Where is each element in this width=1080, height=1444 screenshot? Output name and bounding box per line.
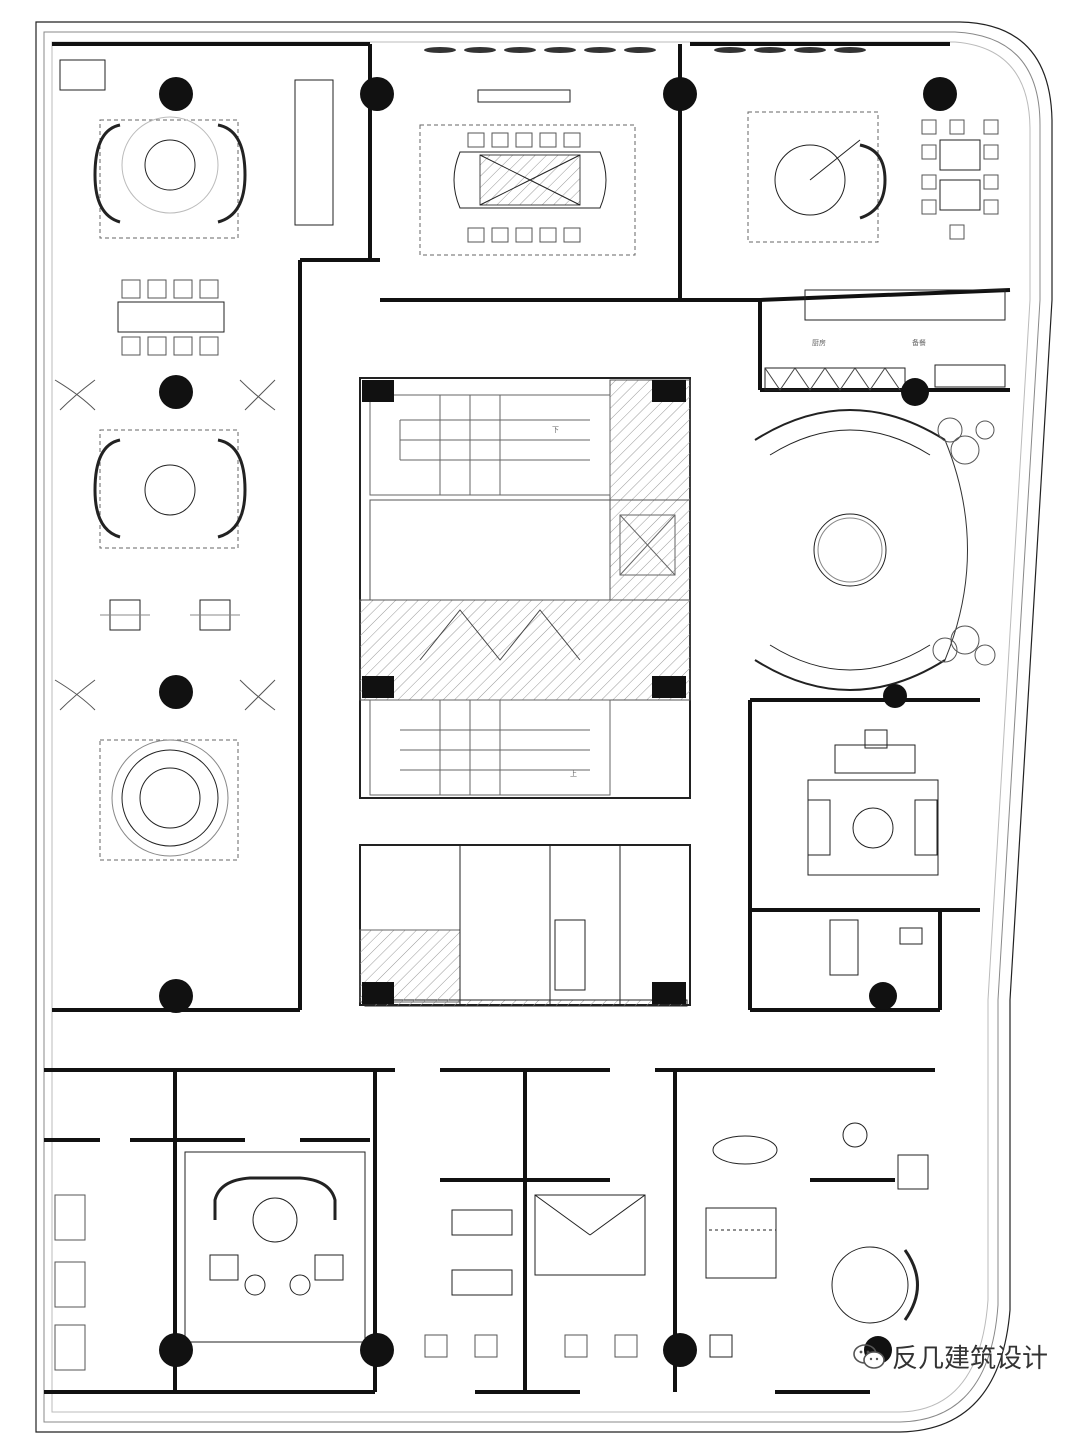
building-outline [35,21,1053,1433]
stair-mark-lower: 上 [570,769,577,778]
label-kitchen-left: 厨房 [812,338,826,347]
structural-columns [159,77,957,1367]
watermark: 反几建筑设计 [852,1338,1048,1375]
wechat-icon [852,1343,886,1371]
stair-mark-upper: 下 [552,426,559,434]
label-kitchen-right: 备餐 [912,338,926,347]
circular-hall [754,409,946,441]
watermark-text: 反几建筑设计 [891,1344,1048,1374]
